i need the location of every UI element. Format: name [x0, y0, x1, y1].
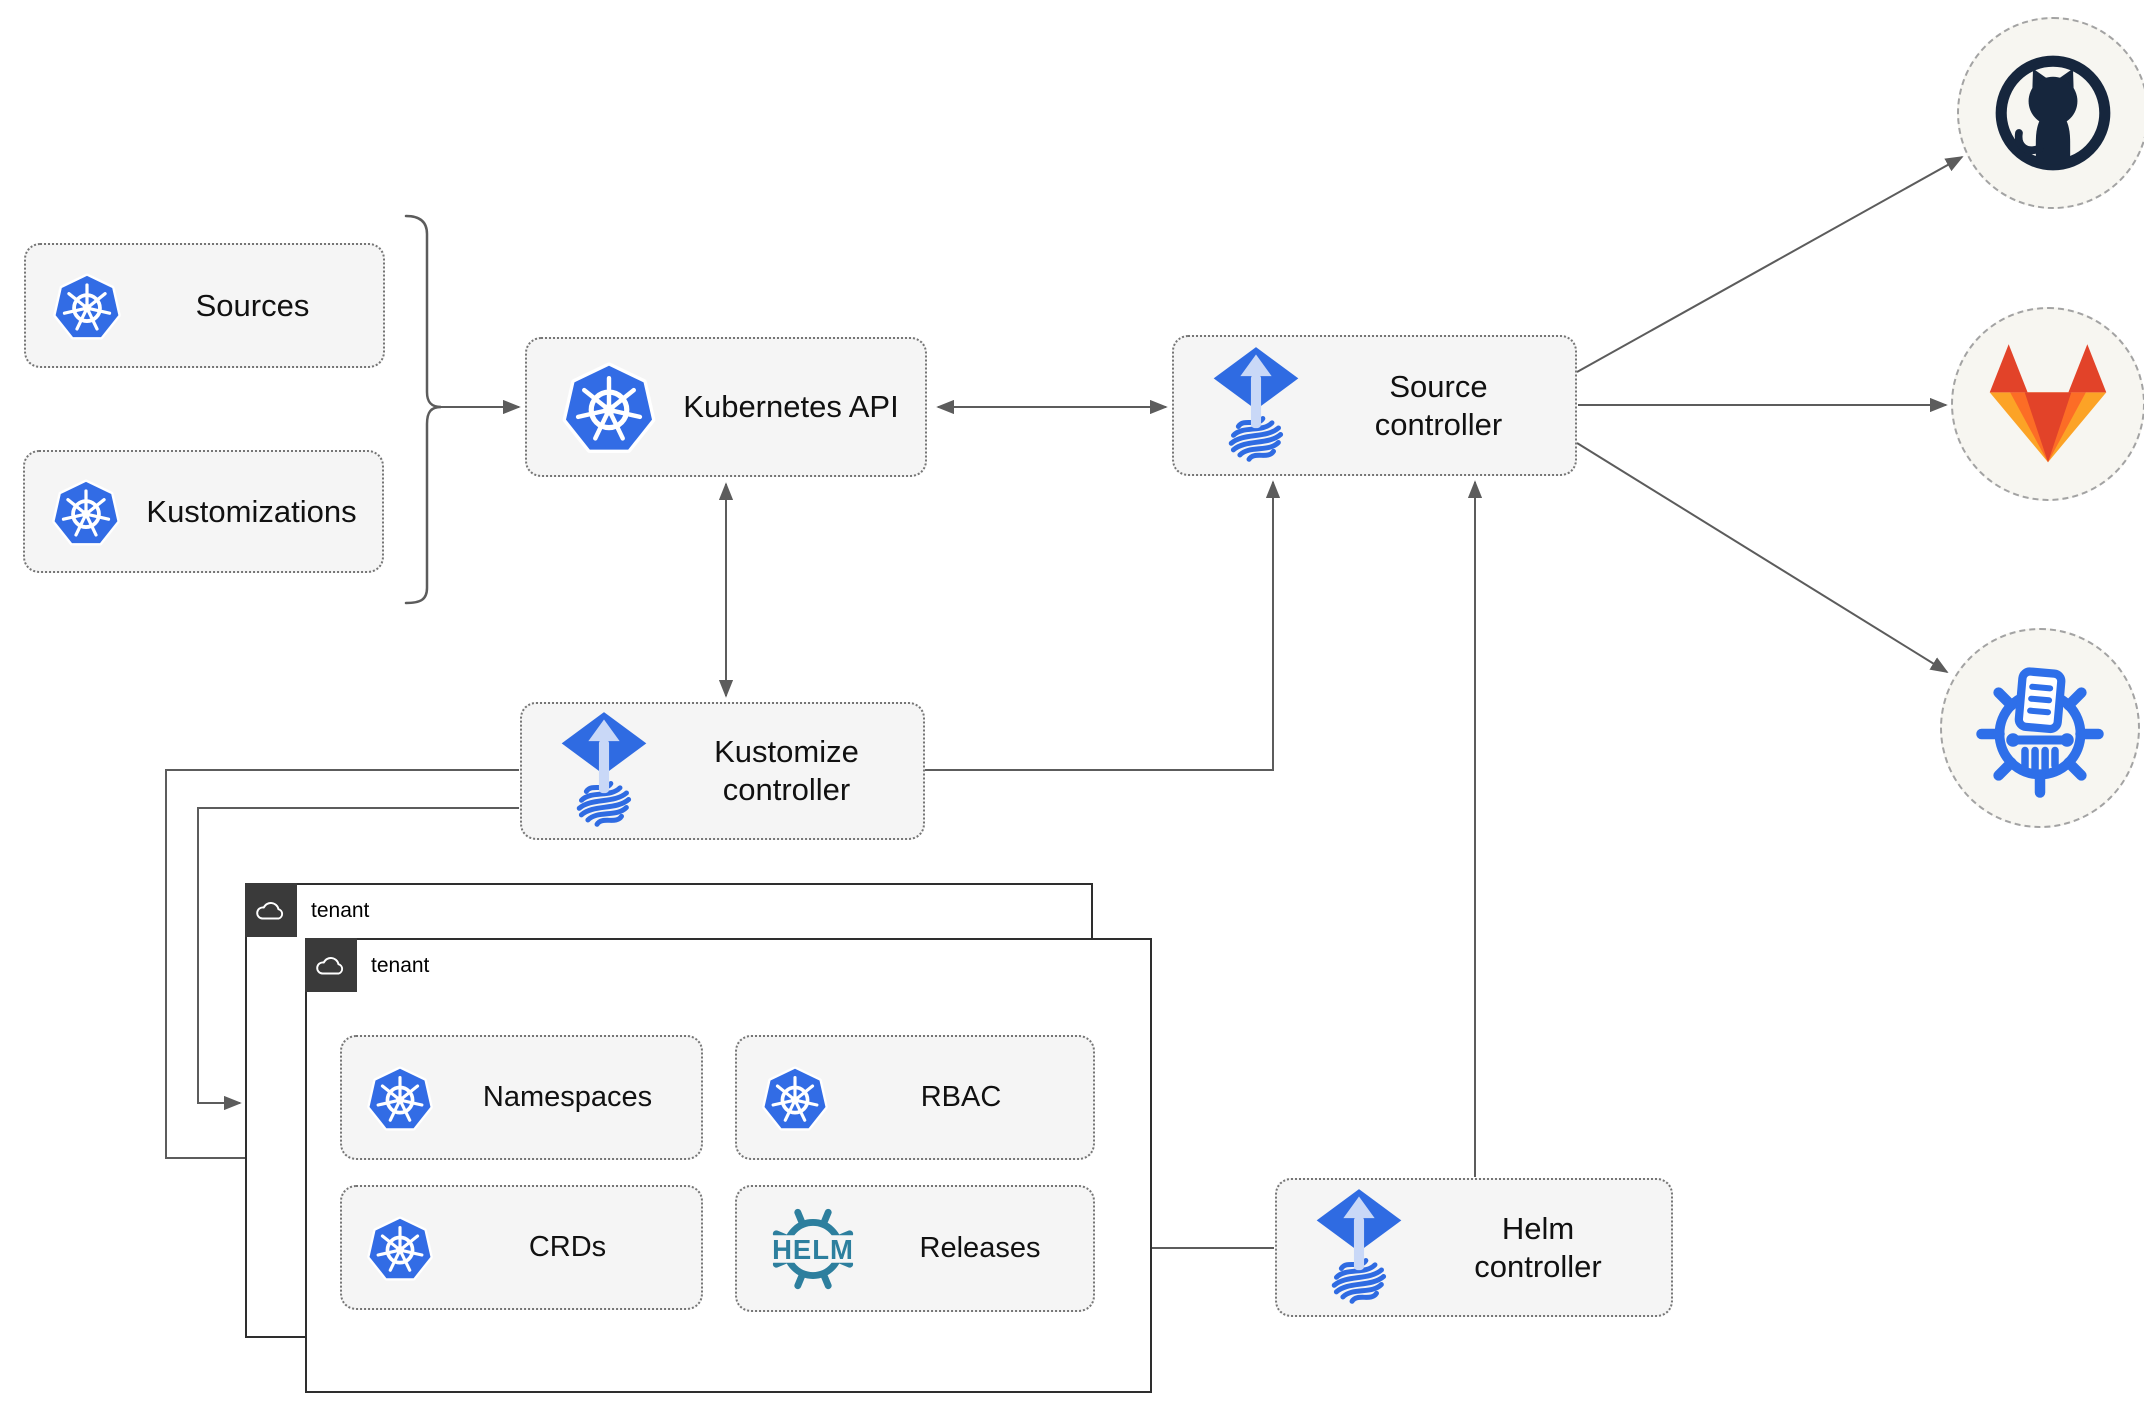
namespaces-label: Namespaces [482, 1080, 653, 1113]
sources-label: Sources [195, 287, 310, 323]
flux-icon [1210, 343, 1302, 469]
kubernetes-api-node: Kubernetes API [525, 337, 927, 477]
gitlab-tanuki-icon [1989, 344, 2107, 463]
cloud-icon [316, 957, 344, 975]
tenant-front-label: tenant [371, 954, 430, 977]
kubernetes-icon [561, 359, 657, 455]
kustomize-controller-label: Kustomize controller [714, 734, 859, 807]
tenant-header [245, 883, 297, 937]
helm-controller-node: Helm controller [1275, 1178, 1673, 1317]
kustomize-controller-node: Kustomize controller [520, 702, 925, 840]
github-circle [1957, 17, 2144, 209]
kubernetes-icon [366, 1214, 434, 1282]
crds-label: CRDs [528, 1230, 607, 1263]
flux-icon [1313, 1185, 1405, 1311]
chartmuseum-circle [1940, 628, 2140, 828]
flux-icon [558, 708, 650, 834]
tenant-header [305, 938, 357, 992]
kubernetes-icon [761, 1064, 829, 1132]
crds-node: CRDs [340, 1185, 703, 1310]
github-octocat-icon [1995, 55, 2111, 171]
connector-source-to-github [1576, 156, 1964, 373]
kustomizations-label: Kustomizations [146, 493, 357, 529]
sources-node: Sources [24, 243, 385, 368]
brace-bracket [404, 214, 442, 605]
connector-kustomize-to-tenant-back [197, 807, 519, 1111]
tenant-back-label: tenant [311, 899, 370, 922]
kubernetes-icon [52, 271, 122, 341]
helm-logo-text: HELM [772, 1233, 854, 1264]
kubernetes-api-label: Kubernetes API [683, 389, 899, 425]
tenant-container-front: tenant [305, 938, 1152, 1393]
rbac-label: RBAC [920, 1080, 1002, 1113]
connector-kustomize-to-source [924, 480, 1281, 771]
helm-wheel-icon: HELM [766, 1208, 860, 1289]
kubernetes-icon [51, 477, 121, 547]
rbac-node: RBAC [735, 1035, 1095, 1160]
cloud-icon [256, 902, 284, 920]
kustomizations-node: Kustomizations [23, 450, 384, 573]
namespaces-node: Namespaces [340, 1035, 703, 1160]
source-controller-label: Source controller [1374, 368, 1503, 442]
releases-label: Releases [919, 1231, 1041, 1264]
connector-kustomize-to-tenant-front [165, 769, 519, 1166]
releases-node: HELM Releases [735, 1185, 1095, 1312]
source-controller-node: Source controller [1172, 335, 1577, 476]
gitlab-circle [1951, 307, 2144, 501]
connector-source-to-chartmuseum [1576, 442, 1949, 673]
kubernetes-icon [366, 1064, 434, 1132]
chart-museum-icon [1976, 667, 2104, 798]
helm-controller-label: Helm controller [1474, 1210, 1602, 1284]
